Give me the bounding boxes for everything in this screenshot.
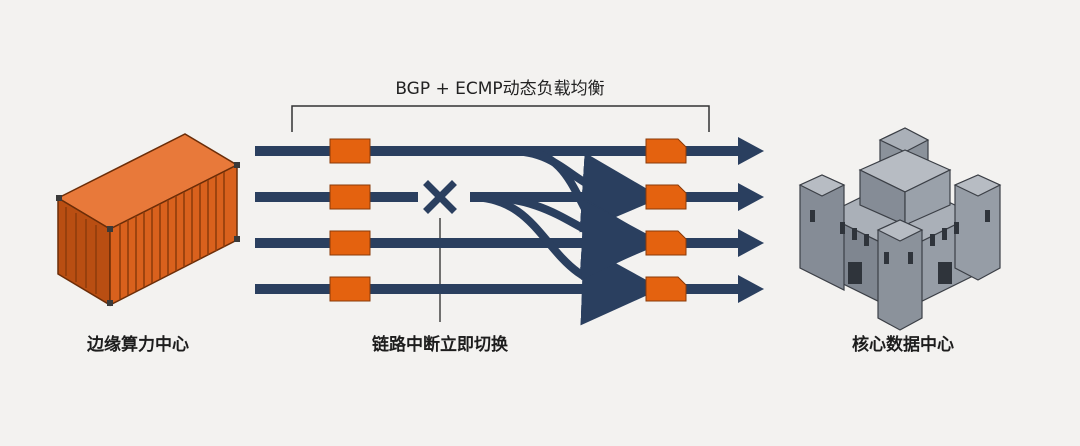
edge-compute-caption: 边缘算力中心 bbox=[87, 335, 189, 355]
packet-right-3 bbox=[645, 230, 687, 256]
packet-right-1 bbox=[645, 138, 687, 164]
castle-datacenter-icon bbox=[798, 127, 1002, 331]
packets-left bbox=[329, 138, 371, 302]
failover-caption: 链路中断立即切换 bbox=[372, 335, 508, 355]
shipping-container-icon bbox=[56, 133, 240, 307]
link-arrowheads bbox=[738, 137, 764, 303]
link-lines bbox=[255, 146, 740, 294]
packet-left-1 bbox=[329, 138, 371, 164]
core-datacenter-caption: 核心数据中心 bbox=[852, 335, 954, 355]
packet-right-2 bbox=[645, 184, 687, 210]
ecmp-label: BGP + ECMP动态负载均衡 bbox=[395, 79, 605, 99]
arrowhead-4 bbox=[738, 275, 764, 303]
ecmp-bracket bbox=[291, 105, 710, 132]
packet-right-4 bbox=[645, 276, 687, 302]
arrowhead-3 bbox=[738, 229, 764, 257]
packets-right bbox=[645, 138, 687, 302]
packet-left-2 bbox=[329, 184, 371, 210]
arrowhead-2 bbox=[738, 183, 764, 211]
arrowhead-1 bbox=[738, 137, 764, 165]
packet-left-3 bbox=[329, 230, 371, 256]
reroute-curves bbox=[469, 147, 662, 326]
x-mark-icon bbox=[423, 180, 457, 214]
packet-left-4 bbox=[329, 276, 371, 302]
reroute-curve-4 bbox=[479, 193, 662, 280]
